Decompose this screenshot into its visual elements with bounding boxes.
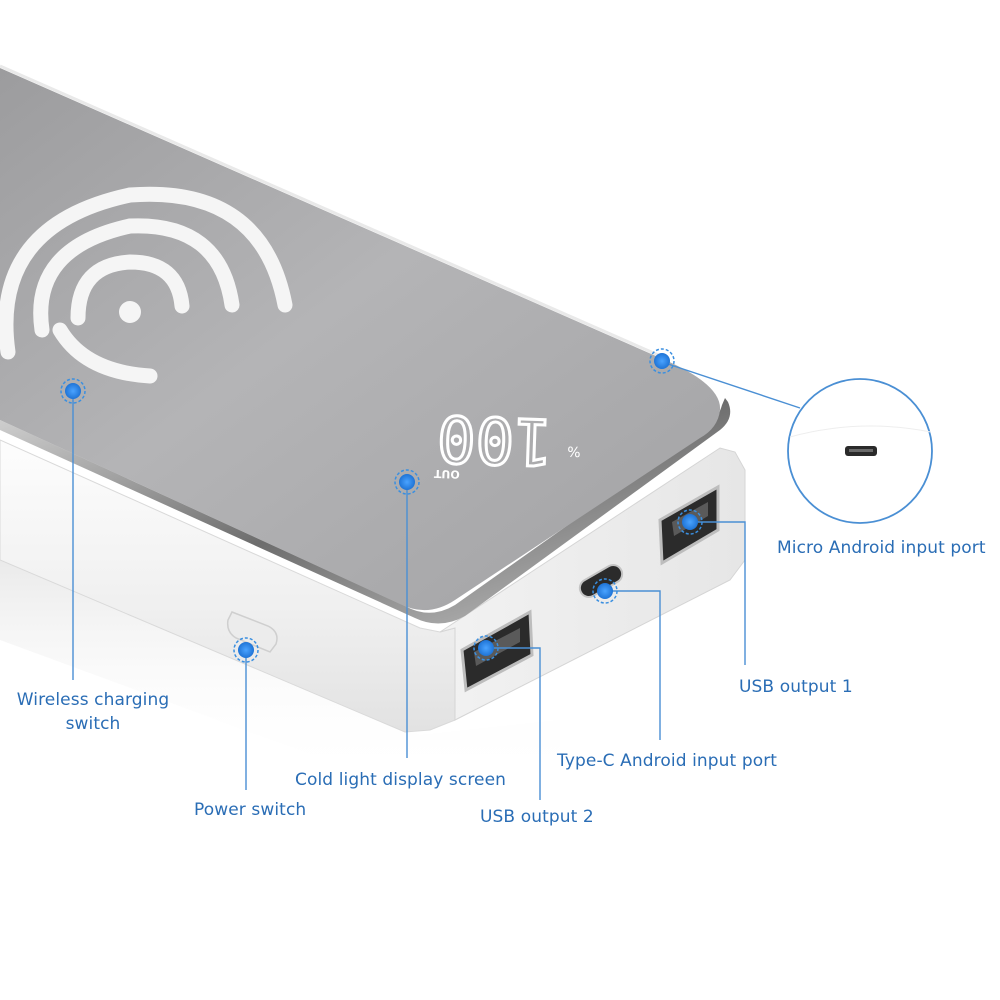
lcd-percent-sign: % xyxy=(567,443,581,459)
callout-lines xyxy=(72,361,801,800)
micro-port-inset xyxy=(787,378,933,524)
callout-line-typec xyxy=(605,590,661,740)
floor-shadow xyxy=(0,560,560,780)
marker-wireless xyxy=(60,378,86,404)
callout-line-usb1 xyxy=(690,521,746,665)
marker-power xyxy=(233,637,259,663)
label-wireless-charging-switch: Wireless charging switch xyxy=(10,688,176,736)
lcd-display: 100 % OUT xyxy=(433,399,581,481)
lcd-percent-value: 100 xyxy=(436,400,554,478)
usb-output-2-port xyxy=(460,609,534,693)
label-usb-output-1: USB output 1 xyxy=(739,677,853,697)
label-cold-light-display-screen: Cold light display screen xyxy=(295,770,507,790)
label-power-switch: Power switch xyxy=(194,800,307,820)
label-micro-android-input-port: Micro Android input port xyxy=(777,538,986,558)
marker-typec xyxy=(592,578,618,604)
power-switch-button xyxy=(226,611,278,653)
label-wireless-line1: Wireless charging xyxy=(16,690,170,710)
lcd-out-label: OUT xyxy=(433,467,460,481)
wireless-charging-icon xyxy=(0,186,293,384)
callout-line-usb2 xyxy=(486,647,541,800)
top-edge-highlight xyxy=(0,64,666,360)
callout-line-micro xyxy=(661,361,801,409)
marker-usb1 xyxy=(677,509,703,535)
marker-display xyxy=(394,469,420,495)
marker-micro xyxy=(649,348,675,374)
label-type-c-android-input-port: Type-C Android input port xyxy=(557,751,778,771)
marker-usb2 xyxy=(473,635,499,661)
label-usb-output-2: USB output 2 xyxy=(480,807,594,827)
markers xyxy=(60,348,703,663)
label-wireless-line2: switch xyxy=(65,714,121,734)
